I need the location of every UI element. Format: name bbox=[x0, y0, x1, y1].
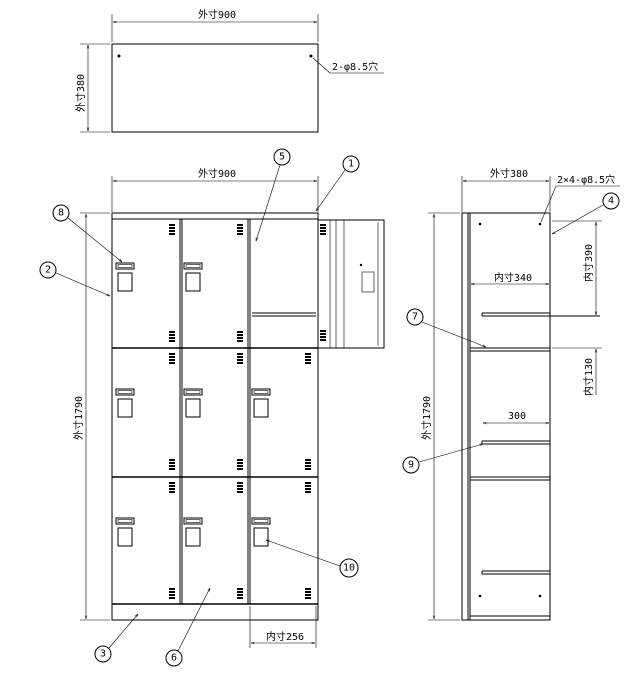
side-upper-height-label: 内寸390 bbox=[582, 244, 595, 282]
side-shelf-depth-label: 300 bbox=[508, 411, 526, 422]
top-width-label: 外寸900 bbox=[198, 8, 236, 21]
callout-6 bbox=[165, 649, 183, 667]
front-width-label: 外寸900 bbox=[198, 167, 236, 180]
callouts: 1 2 3 4 5 6 7 8 9 10 bbox=[39, 148, 620, 667]
side-depth-label: 外寸380 bbox=[490, 167, 528, 180]
callout-4-number: 4 bbox=[608, 196, 614, 207]
callout-5 bbox=[273, 148, 291, 166]
callout-4 bbox=[602, 192, 620, 210]
callout-7-number: 7 bbox=[412, 312, 418, 323]
cabinet-outline bbox=[111, 212, 319, 621]
callout-10 bbox=[339, 558, 359, 578]
callout-1 bbox=[342, 155, 360, 173]
front-view: 外寸900 外寸1790 bbox=[72, 167, 385, 648]
top-view-outline bbox=[111, 43, 319, 133]
side-lower-height-label: 内寸130 bbox=[582, 358, 595, 396]
callout-7 bbox=[406, 308, 424, 326]
door-hinges bbox=[169, 224, 311, 599]
callout-8 bbox=[52, 204, 70, 222]
callout-5-number: 5 bbox=[279, 152, 285, 163]
callout-6-number: 6 bbox=[171, 653, 177, 664]
front-inner-width-label: 内寸256 bbox=[266, 630, 304, 643]
callout-2 bbox=[39, 261, 57, 279]
open-door bbox=[317, 219, 385, 349]
callout-10-number: 10 bbox=[343, 563, 355, 574]
callout-3 bbox=[94, 645, 112, 663]
top-hole-left bbox=[117, 54, 121, 58]
side-hole-label: 2×4-φ8.5穴 bbox=[557, 173, 615, 186]
top-hole-right bbox=[309, 54, 313, 58]
callout-2-number: 2 bbox=[45, 265, 51, 276]
side-outline bbox=[461, 212, 551, 621]
top-depth-label: 外寸380 bbox=[74, 74, 87, 112]
side-height-label: 外寸1790 bbox=[420, 396, 433, 440]
top-hole-label: 2-φ8.5穴 bbox=[332, 60, 378, 73]
door-locks bbox=[115, 262, 271, 547]
top-view: 外寸900 外寸380 2-φ8.5穴 bbox=[74, 8, 384, 133]
callout-8-number: 8 bbox=[58, 208, 64, 219]
plinth bbox=[111, 603, 319, 621]
callout-3-number: 3 bbox=[100, 649, 106, 660]
front-height-label: 外寸1790 bbox=[72, 396, 85, 440]
callout-1-number: 1 bbox=[348, 159, 354, 170]
side-view: 外寸380 外寸1790 内寸340 300 bbox=[420, 167, 620, 621]
callout-9 bbox=[402, 456, 420, 474]
callout-9-number: 9 bbox=[408, 460, 414, 471]
side-inner-depth-label: 内寸340 bbox=[494, 271, 532, 284]
